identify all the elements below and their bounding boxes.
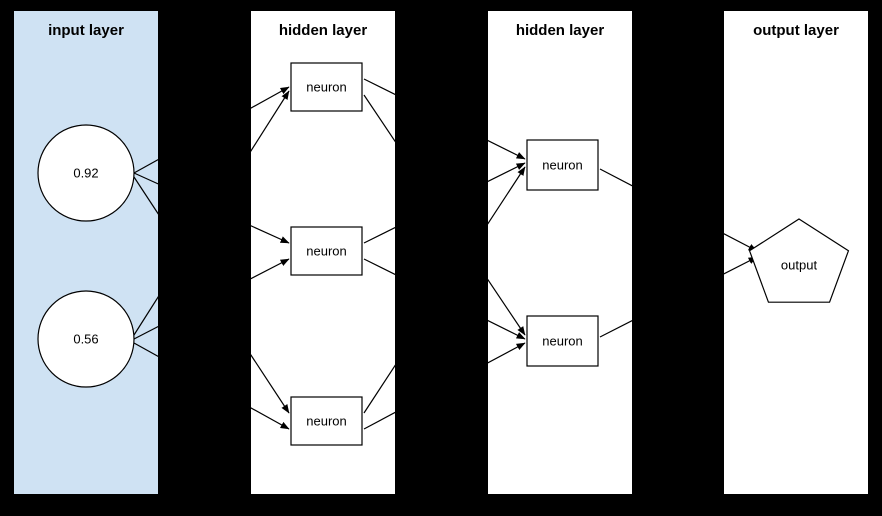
node-shape-out-1 <box>748 218 850 303</box>
node-h2-2[interactable]: neuron <box>526 315 599 367</box>
node-label-out-1: output <box>781 257 818 272</box>
layer-title-hidden-2: hidden layer <box>516 22 605 39</box>
node-shape-h1-1 <box>290 62 363 112</box>
node-label-in-1: 0.92 <box>73 165 98 180</box>
node-h1-3[interactable]: neuron <box>290 396 363 446</box>
node-shape-h2-2 <box>526 315 599 367</box>
node-shape-h2-1 <box>526 139 599 191</box>
node-shape-in-1 <box>37 124 135 222</box>
node-in-1[interactable]: 0.92 <box>37 124 135 222</box>
node-h2-1[interactable]: neuron <box>526 139 599 191</box>
layer-title-output: output layer <box>753 22 839 39</box>
node-out-1[interactable]: output <box>748 218 850 303</box>
layer-title-hidden-1: hidden layer <box>279 22 368 39</box>
layer-title-input: input layer <box>48 22 124 39</box>
node-shape-in-2 <box>37 290 135 388</box>
node-label-h1-1: neuron <box>306 79 346 94</box>
node-label-h1-2: neuron <box>306 243 346 258</box>
layer-panel-input[interactable] <box>14 11 158 494</box>
node-h1-1[interactable]: neuron <box>290 62 363 112</box>
node-shape-h1-3 <box>290 396 363 446</box>
node-shape-h1-2 <box>290 226 363 276</box>
node-shapes: 0.92 0.56 neuron neuron neuron neuron neuron ou… <box>37 62 850 446</box>
node-h1-2[interactable]: neuron <box>290 226 363 276</box>
edge-connections <box>133 78 758 430</box>
layer-panel-hidden-2[interactable] <box>488 11 632 494</box>
layer-panels <box>14 11 868 494</box>
layer-titles: input layer hidden layer hidden layer outpu… <box>48 22 839 39</box>
node-label-in-2: 0.56 <box>73 331 98 346</box>
node-label-h1-3: neuron <box>306 413 346 428</box>
node-label-h2-1: neuron <box>542 157 582 172</box>
node-in-2[interactable]: 0.56 <box>37 290 135 388</box>
node-label-h2-2: neuron <box>542 333 582 348</box>
